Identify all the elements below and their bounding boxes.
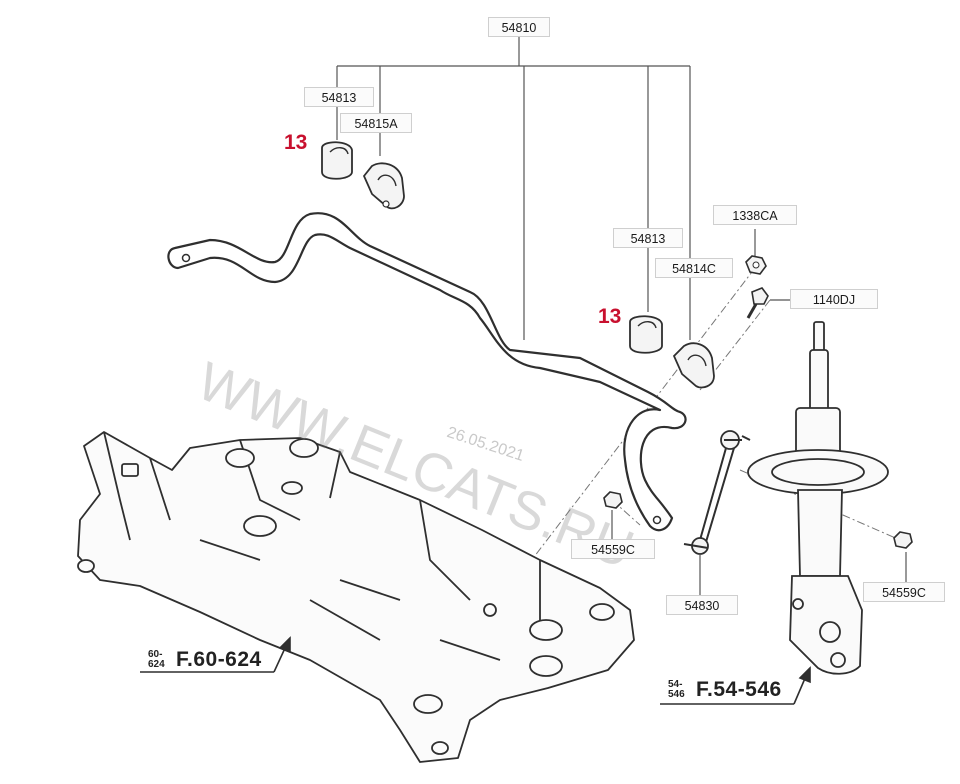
ref-subframe-small: 60- 624 <box>148 649 165 670</box>
ref-subframe-main: F.60-624 <box>176 648 262 671</box>
ref-strut-main: F.54-546 <box>696 678 782 701</box>
label-bushing-left[interactable]: 54813 <box>304 87 374 107</box>
stabilizer-link <box>683 430 751 555</box>
label-bolt-top[interactable]: 1140DJ <box>790 289 878 309</box>
callout-qty-left: 13 <box>284 131 308 154</box>
bracket-left <box>362 162 405 210</box>
nut-1338ca <box>745 255 767 275</box>
callout-qty-right: 13 <box>598 305 622 328</box>
bolt-1140dj <box>746 287 769 319</box>
ref-subframe[interactable]: 60- 624 F.60-624 <box>148 648 288 674</box>
leader-lines <box>336 37 907 596</box>
ref-strut[interactable]: 54- 546 F.54-546 <box>668 678 808 704</box>
front-subframe <box>77 431 635 763</box>
label-nut-strut[interactable]: 54559C <box>863 582 945 602</box>
stabilizer-bar <box>167 212 687 532</box>
label-bushing-right[interactable]: 54813 <box>613 228 683 248</box>
label-stabilizer-link[interactable]: 54830 <box>666 595 738 615</box>
label-nut-top[interactable]: 1338CA <box>713 205 797 225</box>
ref-strut-small: 54- 546 <box>668 679 685 700</box>
label-bracket-right[interactable]: 54814C <box>655 258 733 278</box>
ref-arrows <box>140 636 811 705</box>
label-nut-link[interactable]: 54559C <box>571 539 655 559</box>
bracket-right <box>672 342 715 389</box>
shock-strut <box>747 321 889 675</box>
bushing-right <box>629 315 663 354</box>
bushing-left <box>321 141 353 180</box>
label-bracket-left[interactable]: 54815A <box>340 113 412 133</box>
nut-strut <box>893 531 913 549</box>
nut-link <box>603 491 623 509</box>
label-main-kit[interactable]: 54810 <box>488 17 550 37</box>
